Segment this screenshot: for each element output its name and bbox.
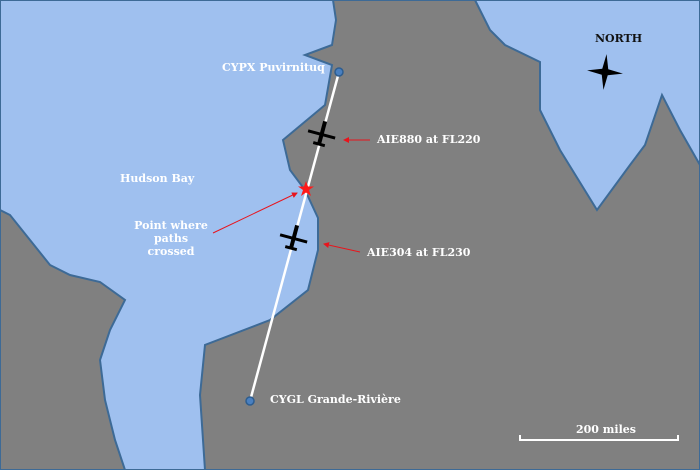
scale-label: 200 miles — [576, 423, 636, 436]
arrow-crossing — [212, 192, 298, 234]
scale-bar — [519, 435, 679, 441]
water-label: Hudson Bay — [120, 172, 195, 185]
crossing-star-icon — [298, 181, 314, 196]
destination-airport-label: CYGL Grande-Rivière — [270, 393, 401, 406]
airplane-icon — [279, 224, 308, 252]
arrow-aie304 — [323, 242, 361, 253]
destination-airport-marker — [245, 396, 255, 406]
land-west — [0, 208, 127, 470]
aircraft-label-aie880: AIE880 at FL220 — [377, 133, 481, 146]
origin-airport-label: CYPX Puvirnituq — [222, 61, 325, 74]
compass-label: NORTH — [595, 32, 643, 45]
land-east — [198, 0, 700, 470]
aircraft-label-aie304: AIE304 at FL230 — [367, 246, 471, 259]
compass-icon — [587, 54, 623, 90]
crossing-label: Point where paths crossed — [134, 219, 208, 258]
airplane-icon — [307, 120, 336, 148]
origin-airport-marker — [334, 67, 344, 77]
